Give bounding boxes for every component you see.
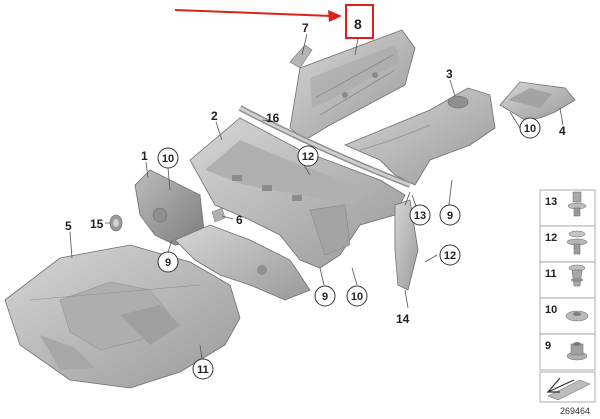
label-8: 8: [354, 16, 362, 32]
legend-item-12: 12: [539, 225, 596, 263]
svg-text:12: 12: [545, 232, 557, 244]
svg-text:12: 12: [302, 151, 314, 163]
reference-number: 269464: [560, 406, 590, 416]
part-lower-footwell[interactable]: [174, 224, 311, 301]
callout-11: 11: [192, 358, 214, 380]
callout-9-b: 9: [157, 251, 179, 273]
svg-text:9: 9: [322, 291, 328, 303]
svg-text:13: 13: [414, 210, 426, 222]
washer-nut-icon: [565, 310, 589, 322]
part-8-bulkhead-insulation[interactable]: [289, 29, 416, 141]
legend-item-arrow: [539, 371, 596, 403]
highlight-box-8: [345, 4, 374, 39]
part-14-bracket[interactable]: [394, 199, 419, 291]
callout-12-b: 12: [439, 244, 461, 266]
label-15: 15: [90, 217, 104, 231]
svg-text:10: 10: [545, 304, 557, 316]
part-16-seal-strip[interactable]: [238, 105, 412, 188]
leader-lines: [69, 33, 564, 360]
callout-10-a: 10: [157, 147, 179, 169]
part-15-grommet[interactable]: [109, 214, 123, 232]
label-1: 1: [141, 149, 148, 163]
fastener-legend: 13 12 11: [539, 189, 596, 403]
svg-text:12: 12: [444, 250, 456, 262]
svg-text:10: 10: [351, 291, 363, 303]
label-14: 14: [396, 312, 410, 326]
view-direction-icon: [546, 377, 591, 401]
svg-text:10: 10: [162, 153, 174, 165]
part-3-tunnel-insulation[interactable]: [343, 87, 496, 186]
expanding-rivet-icon: [566, 230, 588, 255]
svg-text:11: 11: [545, 268, 557, 280]
part-5-underbody-panel[interactable]: [4, 244, 241, 389]
svg-text:13: 13: [545, 196, 557, 208]
legend-item-9: 9: [539, 333, 596, 371]
callout-13: 13: [409, 204, 431, 226]
svg-text:9: 9: [447, 210, 453, 222]
clip-fastener-icon: [568, 264, 586, 287]
svg-text:9: 9: [545, 340, 551, 352]
callout-12-a: 12: [297, 145, 319, 167]
legend-item-10: 10: [539, 297, 596, 335]
label-16: 16: [266, 111, 280, 125]
label-7: 7: [302, 21, 309, 35]
highlight-arrow: [174, 9, 342, 22]
legend-item-11: 11: [539, 261, 596, 299]
svg-text:10: 10: [524, 123, 536, 135]
label-5: 5: [65, 219, 72, 233]
label-2: 2: [211, 109, 218, 123]
callout-10-b: 10: [519, 117, 541, 139]
callout-9-a: 9: [439, 204, 461, 226]
part-7-clip[interactable]: [289, 44, 313, 69]
legend-item-13: 13: [539, 189, 596, 227]
label-4: 4: [559, 124, 566, 138]
flange-nut-icon: [566, 342, 588, 361]
svg-text:11: 11: [197, 364, 209, 376]
push-rivet-icon: [567, 191, 587, 217]
svg-text:9: 9: [165, 257, 171, 269]
callout-9-c: 9: [314, 285, 336, 307]
label-6: 6: [236, 213, 243, 227]
part-1-side-panel[interactable]: [134, 169, 206, 246]
callout-10-c: 10: [346, 285, 368, 307]
label-3: 3: [446, 67, 453, 81]
part-6-screw[interactable]: [211, 207, 226, 223]
